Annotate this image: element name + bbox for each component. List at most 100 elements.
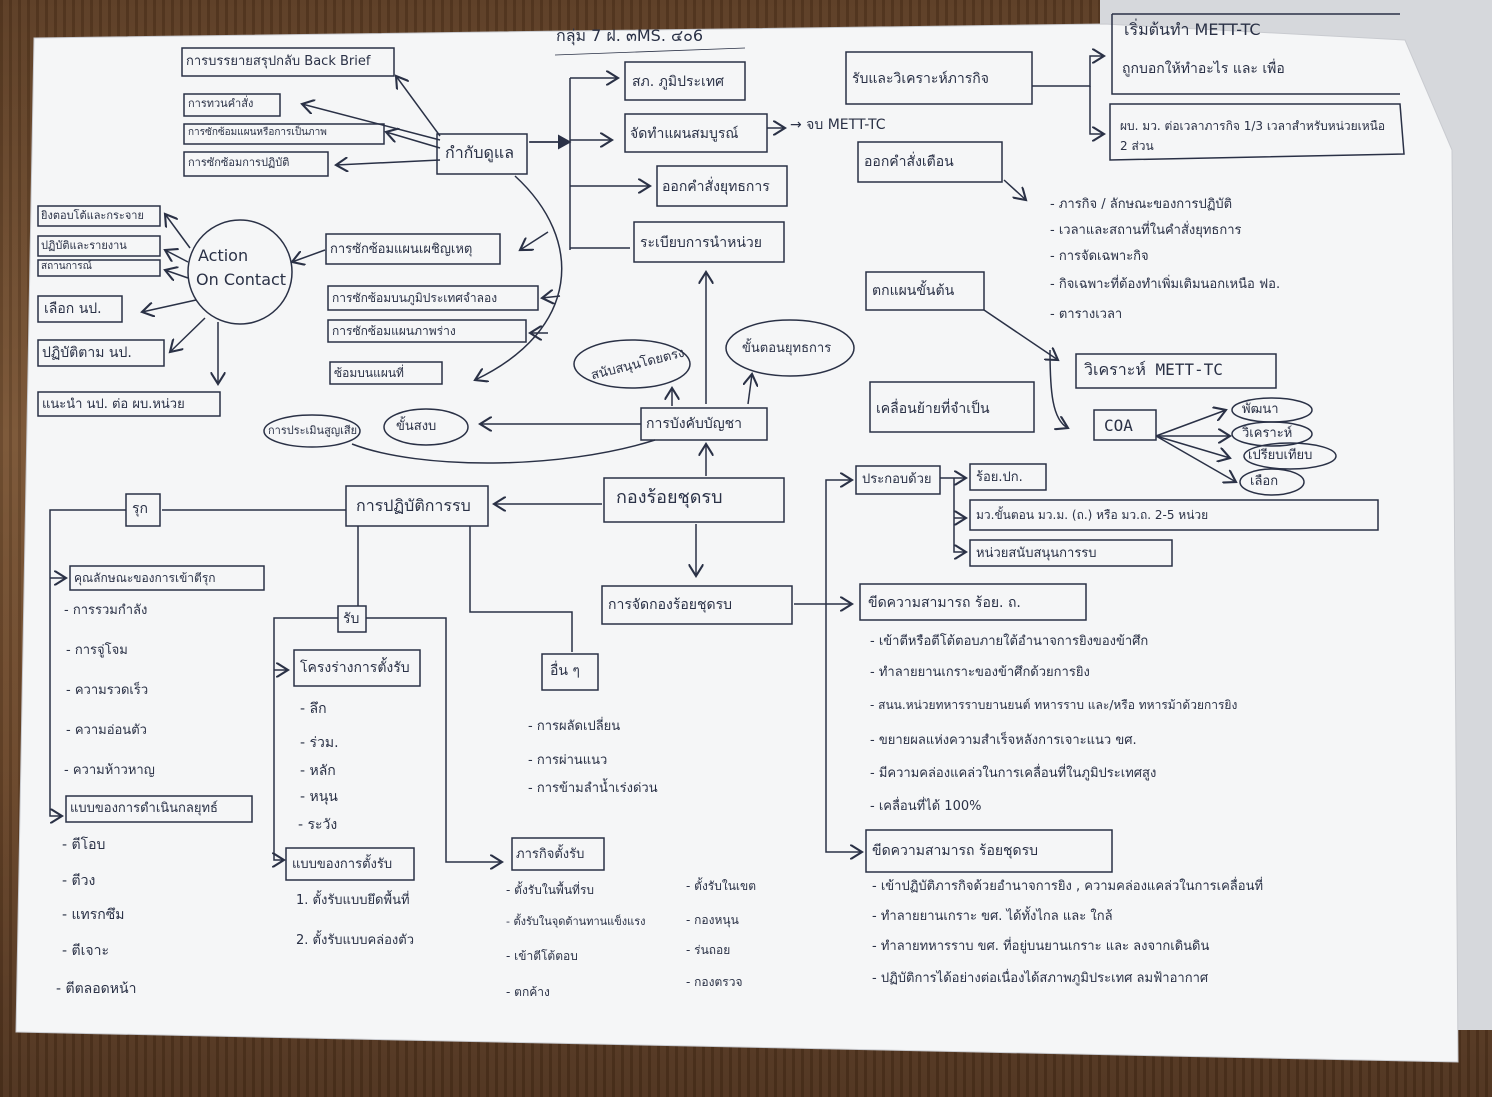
ops-order-node: ออกคำสั่งยุทธการ [662,179,770,195]
attack-node: รุก [132,501,148,517]
action-subtitle: On Contact [196,270,287,289]
defense-item-5: - ระวัง [298,817,338,833]
order-review-node: การทวนคำสั่ง [188,97,254,110]
defense-mission-node: ภารกิจตั้งรับ [516,847,585,862]
capability-tank-2: - ทำลายยานเกราะของข้าศึกด้วยการยิง [870,665,1090,680]
start-mett-sub: ถูกบอกให้ทำอะไร และ เพื่อ [1122,61,1285,77]
action-item-3: สถานการณ์ [41,261,92,272]
warning-item-5: - ตารางเวลา [1050,307,1123,322]
attack-item-3: - ความรวดเร็ว [66,683,149,698]
warning-item-3: - การจัดเฉพาะกิจ [1050,249,1149,264]
back-brief-node: การบรรยายสรุปกลับ Back Brief [186,54,371,69]
action-item-6: แนะนำ นป. ต่อ ผบ.หน่วย [42,397,185,412]
capability-tank-6: - เคลื่อนที่ได้ 100% [870,799,982,814]
commander-node: กำกับดูแล [445,143,515,162]
defend-node: รับ [343,611,360,627]
mission-left-2: - ตั้งรับในจุดต้านทานแข็งแรง [506,915,646,928]
contingency-rehearsal-node: การซักซ้อมแผนเผชิญเหตุ [330,242,473,257]
capability-team-3: - ทำลายทหารราบ ขศ. ที่อยู่บนยานเกราะ และ… [872,939,1210,954]
group-header: กลุ่ม 7 ฝ. ๓MS. ๔๐6 [556,26,704,45]
defense-item-4: - หนุน [300,789,338,805]
mission-left-3: - เข้าตีโต้ตอบ [506,949,578,963]
action-item-4: เลือก นป. [44,301,102,317]
defense-framework-node: โครงร่างการตั้งรับ [300,660,410,676]
main-node: กองร้อยชุดรบ [616,487,723,508]
troop-leading-node: ระเบียบการนำหน่วย [640,235,762,251]
mission-right-2: - กองหนุน [686,913,739,927]
composition-node: ประกอบด้วย [862,472,932,487]
defense-item-3: - หลัก [300,763,336,779]
defense-form-1: 1. ตั้งรับแบบยึดพื้นที่ [296,893,410,908]
coa-item-1: พัฒนา [1242,402,1279,417]
composition-item-1: ร้อย.ปก. [976,470,1023,485]
action-item-2: ปฏิบัติและรายงาน [41,239,127,252]
other-node: อื่น ๆ [550,663,580,679]
maneuver-item-3: - แทรกซึม [62,907,125,923]
loss-node: การประเมินสูญเสีย [268,424,358,437]
capability-team-1: - เข้าปฏิบัติภารกิจด้วยอำนาจการยิง , ควา… [872,879,1264,894]
other-item-1: - การผลัดเปลี่ยน [528,719,621,734]
coa-item-2: วิเคราะห์ [1242,426,1293,441]
action-rehearsal-node: การซักซ้อมการปฏิบัติ [188,156,290,169]
maneuver-item-4: - ตีเจาะ [62,943,109,959]
mett-analysis-node: วิเคราะห์ METT-TC [1084,360,1223,379]
command-control-node: การบังคับบัญชา [646,416,743,432]
plan-rehearsal-node: การซักซ้อมแผนหรือการเป็นภาพ [188,127,327,138]
action-item-5: ปฏิบัติตาม นป. [42,345,132,361]
time-ratio-node: ผบ. มว. ต่อเวลาภารกิจ 1/3 เวลาสำหรับหน่ว… [1120,119,1386,154]
capability-team-2: - ทำลายยานเกราะ ขศ. ได้ทั้งไกล และ ใกล้ [872,909,1113,924]
capability-tank-4: - ขยายผลแห่งความสำเร็จหลังการเจาะแนว ขศ. [870,733,1137,748]
calm-node: ขั้นสงบ [396,419,437,434]
maneuver-item-5: - ตีตลอดหน้า [56,981,137,997]
capability-tank-title: ขีดความสามารถ ร้อย. ถ. [868,595,1021,611]
coa-node: COA [1104,416,1133,435]
mission-right-1: - ตั้งรับในเขต [686,879,757,893]
attack-item-1: - การรวมกำลัง [64,603,148,618]
mission-left-1: - ตั้งรับในพื้นที่รบ [506,883,595,897]
warning-item-1: - ภารกิจ / ลักษณะของการปฏิบัติ [1050,197,1233,212]
map-rehearsal-node: ซ้อมบนแผนที่ [334,366,404,380]
terrain-node: สภ. ภูมิประเทศ [632,74,724,90]
composition-item-3: หน่วยสนับสนุนการรบ [976,546,1097,561]
mett-note: → จบ METT-TC [790,117,886,133]
attack-item-5: - ความห้าวหาญ [64,763,155,778]
maneuver-forms-node: แบบของการดำเนินกลยุทธ์ [70,801,218,816]
capability-team-4: - ปฏิบัติการได้อย่างต่อเนื่องได้สภาพภูมิ… [872,971,1209,986]
action-title: Action [198,246,249,265]
ops-step-node: ขั้นตอนยุทธการ [742,341,832,356]
capability-team-title: ขีดความสามารถ ร้อยชุดรบ [872,843,1039,859]
defense-forms-node: แบบของการตั้งรับ [292,857,393,872]
mission-right-3: - ร่นถอย [686,943,731,957]
capability-tank-3: - สนน.หน่วยทหารราบยานยนต์ ทหารราบ และ/หร… [870,698,1238,712]
capability-tank-1: - เข้าตีหรือตีโต้ตอบภายใต้อำนาจการยิงของ… [870,634,1149,649]
other-item-2: - การผ่านแนว [528,753,608,768]
warning-item-2: - เวลาและสถานที่ในคำสั่งยุทธการ [1050,223,1242,238]
composition-item-2: มว.ขั้นตอน มว.ม. (ถ.) หรือ มว.ถ. 2-5 หน่… [976,508,1209,522]
organize-node: การจัดกองร้อยชุดรบ [608,597,733,613]
sketch-rehearsal-node: การซักซ้อมแผนภาพร่าง [332,324,456,338]
action-item-1: ยิงตอบโต้และกระจาย [41,209,144,222]
defense-item-2: - ร่วม. [300,735,339,751]
warning-order-node: ออกคำสั่งเตือน [864,154,954,170]
mission-right-4: - กองตรวจ [686,975,743,989]
receive-mission-node: รับและวิเคราะห์ภารกิจ [852,71,989,87]
initial-plan-node: ตกแผนขั้นต้น [872,283,955,299]
maneuver-item-1: - ตีโอบ [62,837,106,853]
other-item-3: - การข้ามลำน้ำเร่งด่วน [528,781,658,796]
ops-node: การปฏิบัติการรบ [356,496,471,515]
attack-characteristics-node: คุณลักษณะของการเข้าตีรุก [74,571,216,585]
defense-item-1: - ลึก [300,701,327,717]
defense-form-2: 2. ตั้งรับแบบคล่องตัว [296,933,415,948]
attack-item-2: - การจู่โจม [66,643,128,658]
start-mett-node: เริ่มต้นทำ METT-TC [1124,20,1261,39]
maneuver-item-2: - ตีวง [62,873,96,889]
capability-tank-5: - มีความคล่องแคล่วในการเคลื่อนที่ในภูมิป… [870,766,1157,781]
coa-item-3: เปรียบเทียบ [1248,448,1313,463]
warning-item-4: - กิจเฉพาะที่ต้องทำเพิ่มเติมนอกเหนือ ฟอ. [1050,277,1281,292]
complete-plan-node: จัดทำแผนสมบูรณ์ [630,126,739,142]
mission-left-4: - ตกค้าง [506,985,550,999]
move-node: เคลื่อนย้ายที่จำเป็น [876,401,990,417]
attack-item-4: - ความอ่อนตัว [66,723,147,738]
